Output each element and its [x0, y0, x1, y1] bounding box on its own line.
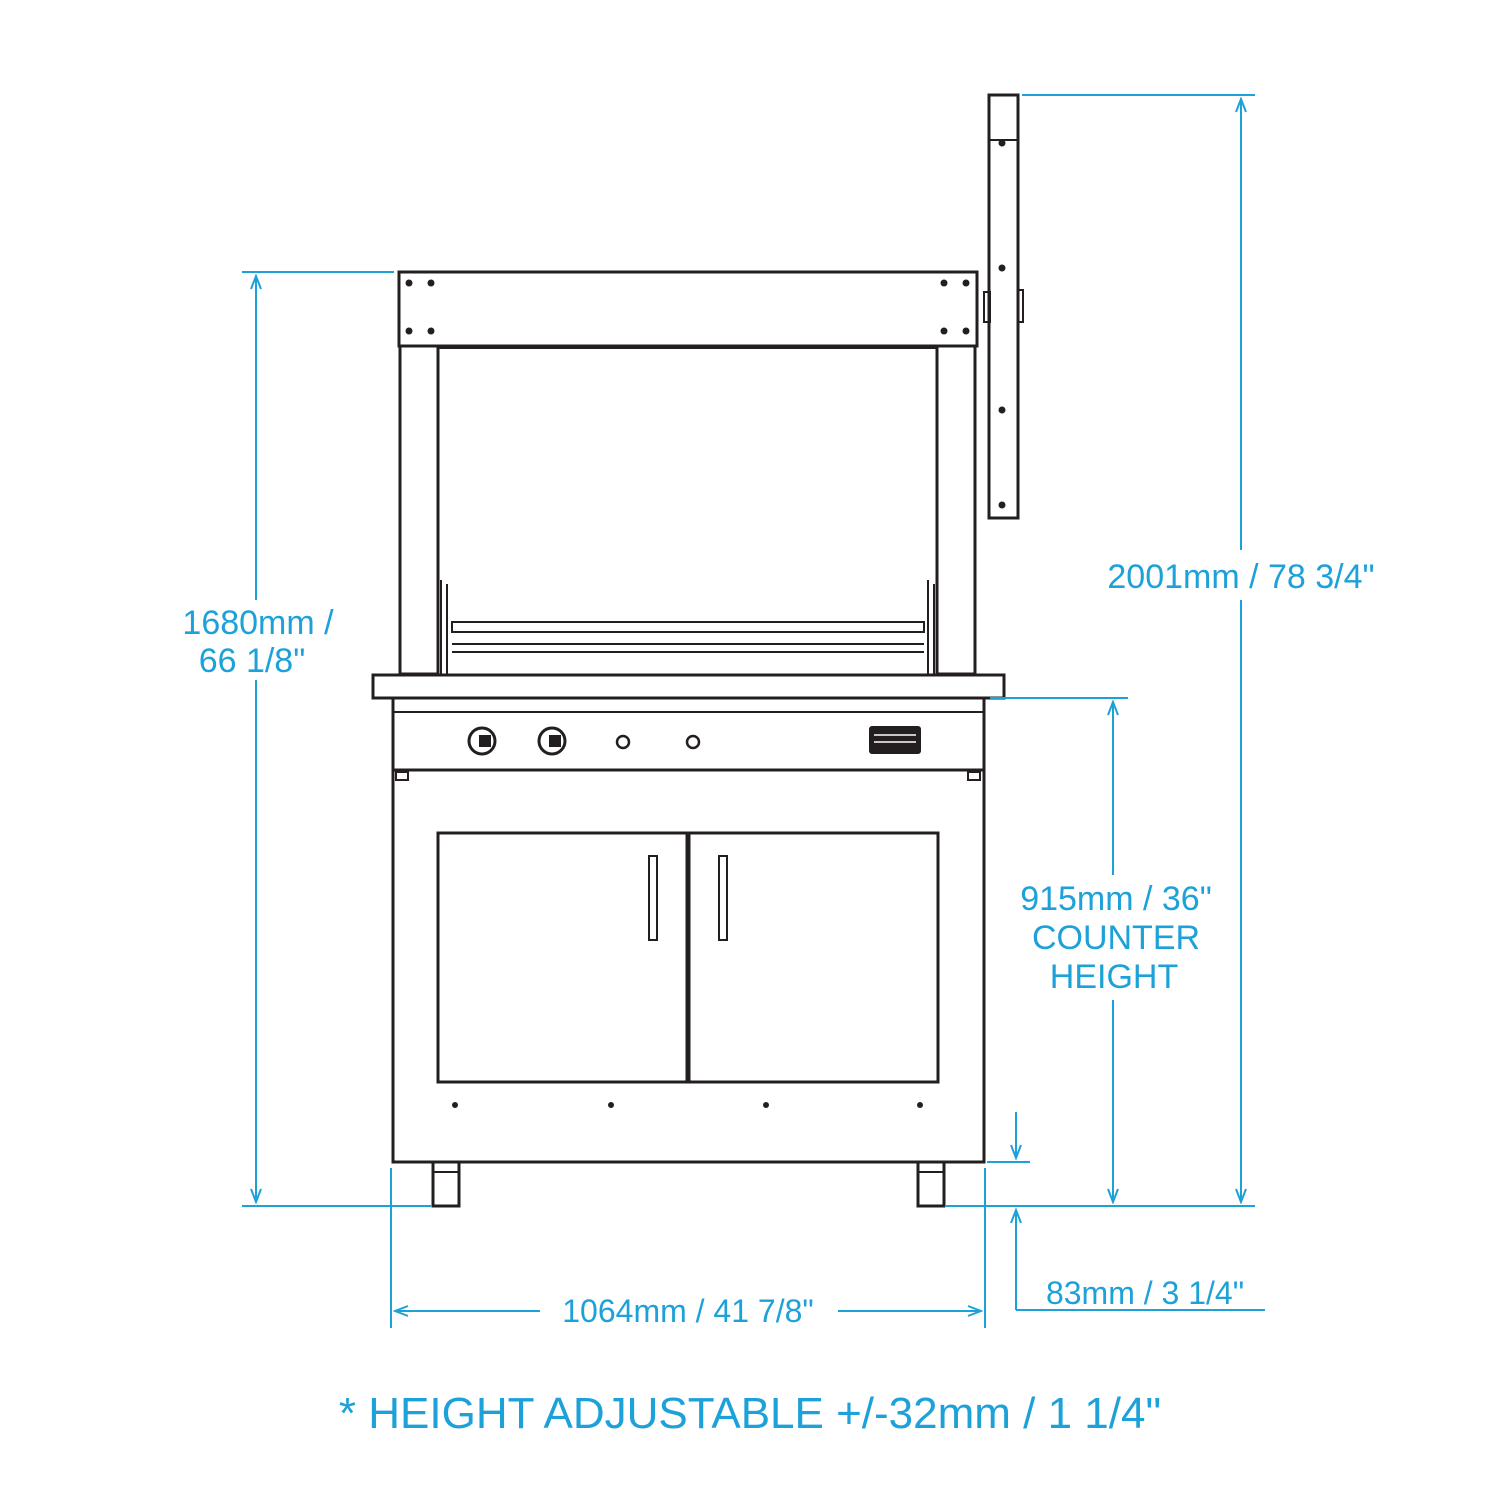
rotisserie-spit [451, 621, 925, 633]
button-left[interactable] [615, 734, 631, 750]
rotisserie-height-label: 2001mm / 78 3/4" [1107, 558, 1374, 596]
overall-height-label-line1: 1680mm / [182, 604, 334, 642]
door-left[interactable] [436, 831, 689, 1084]
hood-bolts [405, 139, 1006, 1108]
countertop [371, 673, 1006, 700]
rotisserie-column [987, 93, 1020, 520]
knob-right[interactable] [537, 726, 567, 756]
hood-top-panel [397, 270, 979, 348]
counter-height-label-line3: HEIGHT [1050, 958, 1178, 996]
width-label: 1064mm / 41 7/8" [562, 1293, 814, 1329]
leg-height-label: 83mm / 3 1/4" [1046, 1275, 1244, 1311]
hood-right-post [935, 344, 977, 676]
grill-outline [371, 93, 1024, 1208]
hood-left-post [398, 344, 440, 676]
counter-height-label-line1: 915mm / 36" [1020, 880, 1212, 918]
overall-height-label-line2: 66 1/8" [199, 642, 306, 680]
door-right-handle[interactable] [718, 855, 728, 941]
counter-height-label-line2: COUNTER [1032, 919, 1200, 957]
brand-badge-icon [869, 726, 921, 754]
height-adjustable-note: * HEIGHT ADJUSTABLE +/-32mm / 1 1/4" [339, 1389, 1161, 1438]
leg-right [916, 1160, 946, 1208]
door-right[interactable] [687, 831, 940, 1084]
leg-left [431, 1160, 461, 1208]
knob-left[interactable] [467, 726, 497, 756]
dimension-lines [242, 94, 1265, 1328]
door-left-handle[interactable] [648, 855, 658, 941]
button-right[interactable] [685, 734, 701, 750]
